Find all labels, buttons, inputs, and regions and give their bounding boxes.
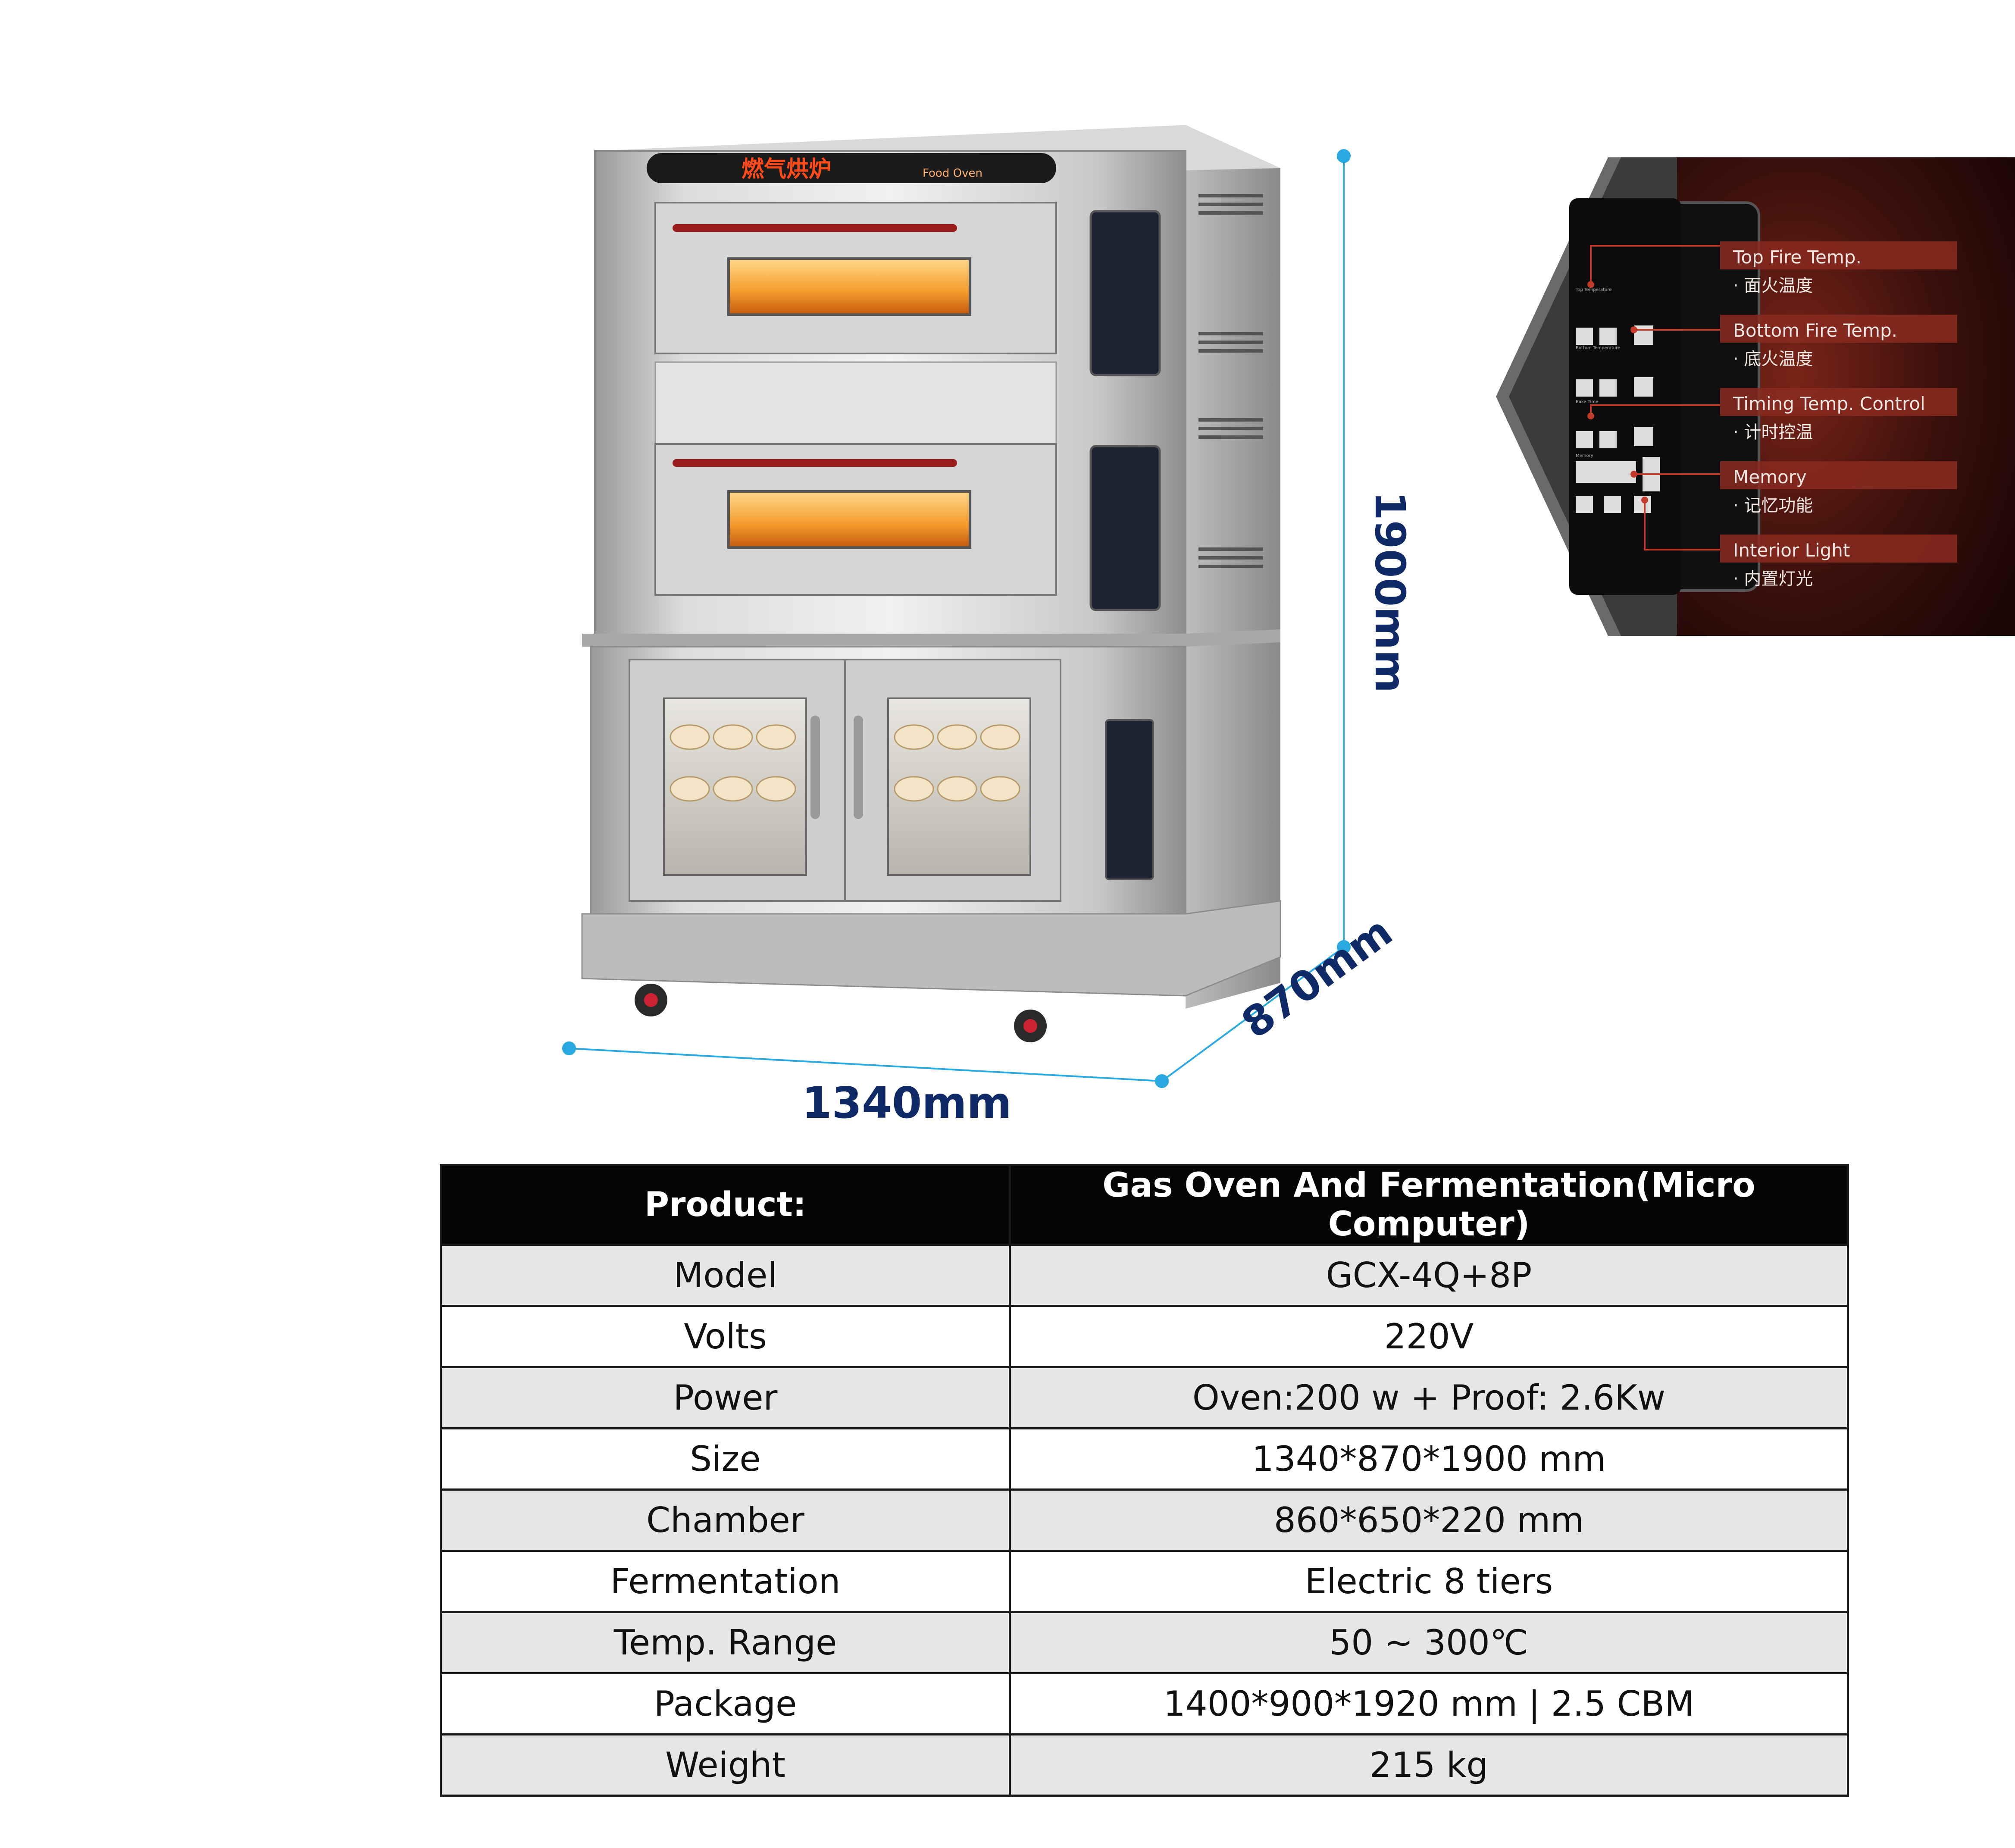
oven-brand-en: Food Oven	[923, 167, 982, 180]
table-row: Package 1400*900*1920 mm | 2.5 CBM	[440, 1672, 1849, 1735]
spec-label: Temp. Range	[440, 1611, 1011, 1674]
dimension-lines	[562, 149, 1351, 1088]
callout-memory: Memory · 记忆功能	[1720, 466, 1953, 518]
spec-header-value: Gas Oven And Fermentation(Micro Computer…	[1009, 1164, 1849, 1246]
table-row: Model GCX-4Q+8P	[440, 1244, 1849, 1307]
table-row: Volts 220V	[440, 1305, 1849, 1368]
spec-label: Chamber	[440, 1488, 1011, 1552]
callout-interior-light: Interior Light · 内置灯光	[1720, 540, 1953, 591]
height-dimension-label: 1900mm	[1366, 491, 1414, 693]
spec-label: Weight	[440, 1733, 1011, 1797]
spec-header-label: Product:	[440, 1164, 1011, 1246]
spec-value: 1400*900*1920 mm | 2.5 CBM	[1009, 1672, 1849, 1735]
callout-timing: Timing Temp. Control · 计时控温	[1720, 393, 1953, 445]
table-row: Weight 215 kg	[440, 1733, 1849, 1797]
oven-brand-cn: 燃气烘炉	[742, 156, 831, 182]
spec-value: 220V	[1009, 1305, 1849, 1368]
spec-table: Product: Gas Oven And Fermentation(Micro…	[440, 1164, 1849, 1797]
spec-label: Size	[440, 1427, 1011, 1491]
callout-timing-en: Timing Temp. Control	[1733, 393, 1925, 414]
spec-value: Oven:200 w + Proof: 2.6Kw	[1009, 1366, 1849, 1429]
spec-label: Model	[440, 1244, 1011, 1307]
oven-illustration: 燃气烘炉 Food Oven	[581, 125, 1281, 1042]
callout-bottom-fire-zh: · 底火温度	[1733, 349, 1813, 369]
spec-value: 1340*870*1900 mm	[1009, 1427, 1849, 1491]
spec-value: GCX-4Q+8P	[1009, 1244, 1849, 1307]
panel-label-bake: Bake Time	[1576, 400, 1598, 404]
table-row: Power Oven:200 w + Proof: 2.6Kw	[440, 1366, 1849, 1429]
spec-value: 215 kg	[1009, 1733, 1849, 1797]
panel-label-bottom: Bottom Temperature	[1576, 346, 1620, 350]
callout-bottom-fire-en: Bottom Fire Temp.	[1733, 320, 1897, 341]
callout-memory-en: Memory	[1733, 466, 1807, 488]
table-row: Fermentation Electric 8 tiers	[440, 1550, 1849, 1613]
spec-label: Power	[440, 1366, 1011, 1429]
spec-value: Electric 8 tiers	[1009, 1550, 1849, 1613]
spec-value: 860*650*220 mm	[1009, 1488, 1849, 1552]
spec-value: 50 ~ 300℃	[1009, 1611, 1849, 1674]
callout-top-fire-zh: · 面火温度	[1733, 276, 1813, 296]
table-row: Size 1340*870*1900 mm	[440, 1427, 1849, 1491]
spec-label: Package	[440, 1672, 1011, 1735]
panel-label-top: Top Temperature	[1575, 288, 1611, 292]
table-row: Temp. Range 50 ~ 300℃	[440, 1611, 1849, 1674]
callout-memory-zh: · 记忆功能	[1733, 496, 1813, 516]
spec-header-row: Product: Gas Oven And Fermentation(Micro…	[440, 1164, 1849, 1246]
callout-interior-light-zh: · 内置灯光	[1733, 569, 1813, 589]
callout-top-fire: Top Fire Temp. · 面火温度	[1720, 247, 1953, 298]
table-row: Chamber 860*650*220 mm	[440, 1488, 1849, 1552]
callout-timing-zh: · 计时控温	[1733, 422, 1813, 442]
spec-label: Volts	[440, 1305, 1011, 1368]
control-panel-detail: Top Temperature Bottom Temperature Bake …	[1496, 157, 2015, 636]
width-dimension-label: 1340mm	[802, 1078, 1012, 1128]
callout-interior-light-en: Interior Light	[1733, 540, 1850, 561]
spec-label: Fermentation	[440, 1550, 1011, 1613]
panel-label-memory: Memory	[1576, 453, 1593, 458]
callout-bottom-fire: Bottom Fire Temp. · 底火温度	[1720, 320, 1953, 372]
callout-top-fire-en: Top Fire Temp.	[1733, 247, 1862, 268]
